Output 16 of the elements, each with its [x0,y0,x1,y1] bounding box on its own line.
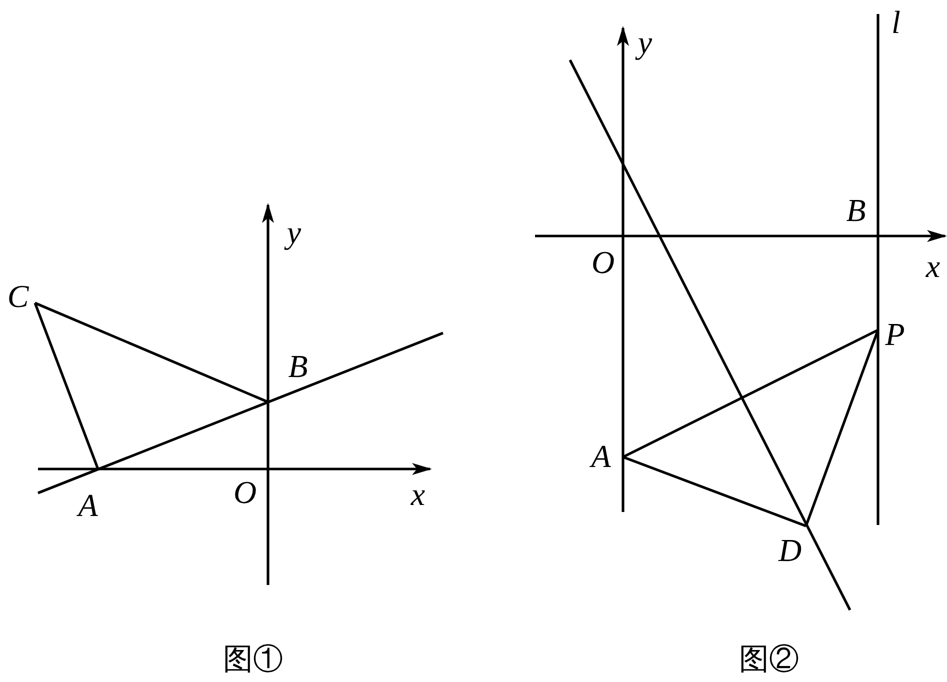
axis-label: y [638,26,652,58]
point-label: A [591,440,611,472]
figure-caption: 图② [739,645,799,675]
figure-caption: 图① [223,645,283,675]
point-label: B [846,194,866,226]
point-label: A [78,489,98,521]
point-label: D [778,534,802,566]
point-label: C [7,280,29,312]
point-label: B [288,350,308,382]
point-label: O [233,476,257,508]
axis-label: y [286,216,302,248]
axis-label: x [410,478,426,510]
axis-label: x [926,250,940,282]
point-label: O [591,246,615,278]
line-label: l [892,6,900,38]
point-label: P [885,318,905,350]
